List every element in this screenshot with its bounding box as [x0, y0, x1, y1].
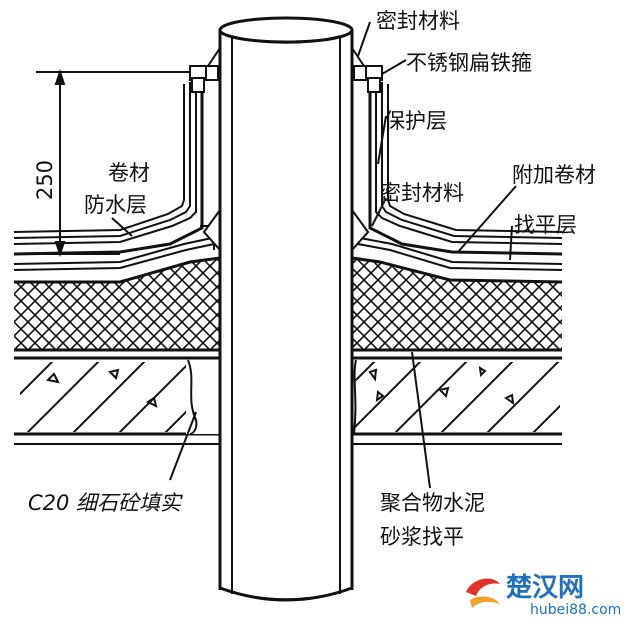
sealing-top-left	[206, 44, 221, 67]
label-polymer-line1: 聚合物水泥	[380, 491, 485, 515]
dimension-value: 250	[33, 160, 57, 200]
concrete-slab	[14, 356, 562, 445]
sealing-top-right	[351, 44, 366, 67]
label-membrane-line1: 卷材	[108, 161, 150, 185]
label-steel-clamp: 不锈钢扁铁箍	[406, 51, 532, 75]
label-additional-membrane: 附加卷材	[512, 163, 596, 187]
pipe	[218, 16, 354, 602]
label-c20-infill: C20 细石砼填实	[28, 491, 183, 515]
leader-lines	[111, 21, 517, 489]
dimension-250	[36, 68, 190, 258]
label-polymer-line2: 砂浆找平	[380, 525, 464, 549]
label-protective-layer: 保护层	[384, 109, 447, 133]
watermark-name: 楚汉网	[506, 573, 584, 603]
protective-layer-left	[13, 78, 204, 256]
label-sealing-mid: 密封材料	[380, 181, 464, 205]
watermark-url: hubei88.com	[530, 602, 621, 618]
label-sealing-top: 密封材料	[376, 9, 460, 33]
steel-clamp-left	[189, 65, 219, 93]
label-membrane-line2: 防水层	[84, 193, 147, 217]
label-leveling-layer: 找平层	[514, 213, 577, 237]
watermark-logo: 楚汉网 hubei88.com	[466, 573, 621, 618]
membrane-layers-left	[13, 80, 215, 271]
protective-layer-right	[368, 78, 563, 256]
insulation-layer	[14, 256, 563, 352]
steel-clamp-right	[353, 65, 383, 93]
